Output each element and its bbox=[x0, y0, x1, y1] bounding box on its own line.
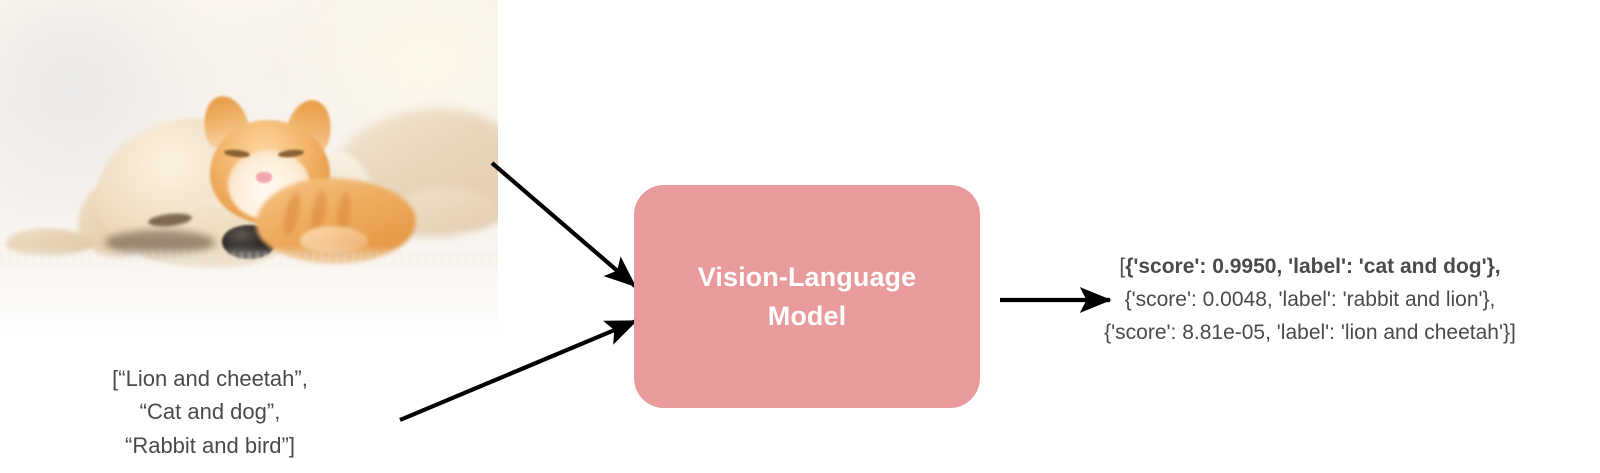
output-line-1: [{'score': 0.9950, 'label': 'cat and dog… bbox=[1040, 250, 1580, 283]
labels-to-model-arrow bbox=[399, 319, 638, 422]
model-output: [{'score': 0.9950, 'label': 'cat and dog… bbox=[1040, 250, 1580, 350]
model-label-line-2: Model bbox=[767, 300, 847, 331]
output-line-2: {'score': 0.0048, 'label': 'rabbit and l… bbox=[1040, 283, 1580, 316]
candidate-labels-text: [“Lion and cheetah”, “Cat and dog”, “Rab… bbox=[112, 366, 308, 458]
output-line-2-body: {'score': 0.0048, 'label': 'rabbit and l… bbox=[1124, 288, 1496, 312]
model-label-line-1: Vision-Language bbox=[697, 262, 917, 293]
image-to-model-arrow bbox=[490, 161, 637, 288]
kitten-nose bbox=[256, 172, 272, 183]
vision-language-model-box[interactable]: Vision-Language Model bbox=[634, 185, 980, 408]
kitten-paw bbox=[300, 226, 368, 252]
output-open-bracket: [ bbox=[1119, 255, 1126, 278]
output-line-3-body: {'score': 8.81e-05, 'label': 'lion and c… bbox=[1104, 321, 1516, 345]
output-line-3: {'score': 8.81e-05, 'label': 'lion and c… bbox=[1040, 316, 1580, 349]
output-line-1-body: {'score': 0.9950, 'label': 'cat and dog'… bbox=[1125, 255, 1501, 278]
input-image bbox=[0, 0, 498, 330]
model-box-label: Vision-Language Model bbox=[698, 258, 917, 335]
blanket bbox=[0, 248, 498, 330]
